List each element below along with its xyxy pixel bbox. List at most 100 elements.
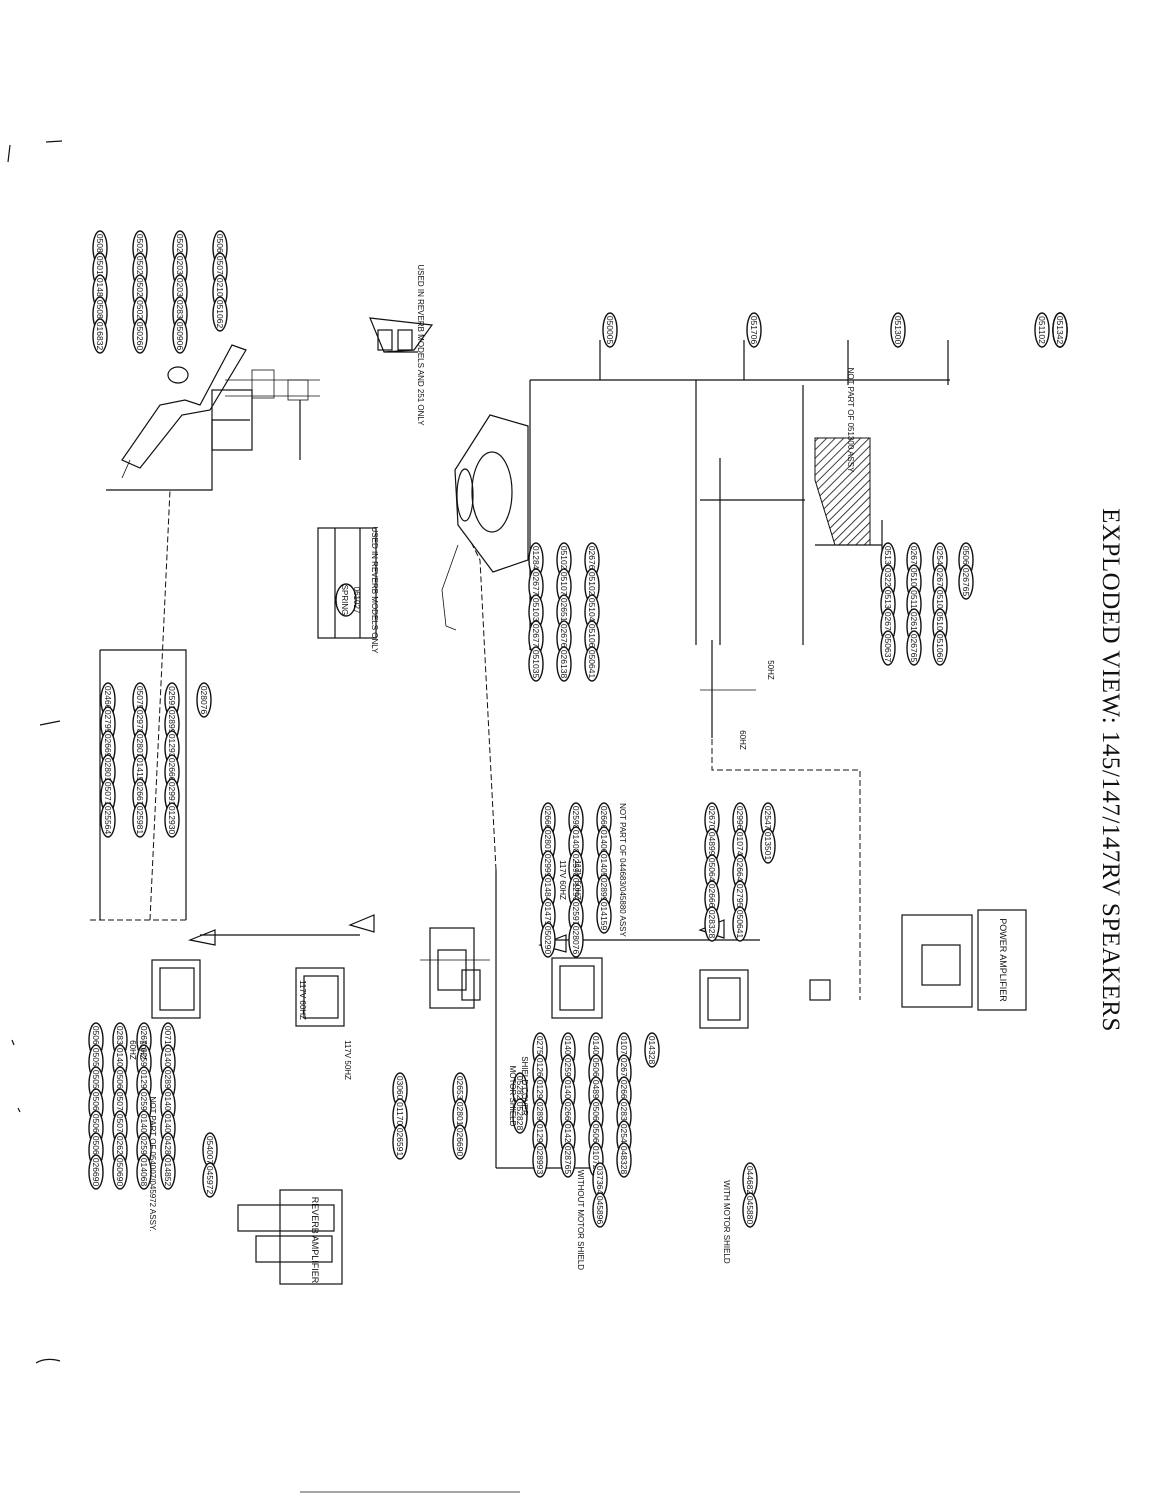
v117-50-note-upper: 117V 50HZ [343, 1040, 352, 1080]
part-number-upper_mid-18: 028076 [196, 682, 212, 718]
svg-text:026765: 026765 [139, 1026, 149, 1055]
svg-text:014068: 014068 [139, 1158, 149, 1187]
hz50-note-shaft: 50HZ [766, 660, 775, 680]
svg-text:048991: 048991 [591, 1080, 601, 1109]
svg-text:028993: 028993 [535, 1102, 545, 1131]
svg-text:050625: 050625 [591, 1102, 601, 1131]
power-amplifier-label: POWER AMPLIFIER [998, 918, 1008, 1002]
svg-text:050823: 050823 [95, 234, 105, 263]
svg-text:026665: 026665 [707, 884, 717, 913]
svg-text:050666: 050666 [91, 1114, 101, 1143]
svg-text:044682: 044682 [745, 1166, 755, 1195]
svg-text:051045: 051045 [587, 598, 597, 627]
spring-part-number: 061027 [352, 587, 361, 614]
svg-text:014084: 014084 [571, 830, 581, 859]
svg-text:028993: 028993 [163, 1070, 173, 1099]
svg-text:028765: 028765 [563, 1146, 573, 1175]
power-amplifier-unit: POWER AMPLIFIER [901, 909, 1027, 1011]
svg-text:012930: 012930 [167, 806, 177, 835]
svg-text:025981: 025981 [571, 806, 581, 835]
svg-text:014068: 014068 [599, 830, 609, 859]
svg-text:025564: 025564 [103, 806, 113, 835]
svg-text:026674: 026674 [563, 1102, 573, 1131]
part-number-lower_left-23: 048328 [616, 1142, 632, 1178]
svg-text:050228: 050228 [175, 234, 185, 263]
part-number-upper_left-27: 014852 [160, 1154, 176, 1190]
svg-text:014795: 014795 [543, 902, 553, 931]
svg-text:029991: 029991 [543, 854, 553, 883]
used-in-reverb-251-note: USED IN REVERB MODELS AND 251 ONLY [416, 264, 425, 426]
svg-text:052829: 052829 [515, 1076, 525, 1105]
svg-text:050161: 050161 [95, 256, 105, 285]
svg-text:050815: 050815 [95, 300, 105, 329]
part-number-middle-7: 052828 [512, 1098, 528, 1134]
svg-text:011700: 011700 [395, 1102, 405, 1130]
part-number-right_top-1: 051706 [746, 312, 762, 348]
motor-assembly-upper-drawing [151, 914, 375, 1027]
svg-text:027953: 027953 [735, 884, 745, 913]
not-part-054-note: NOT PART OF 054007/045972 ASSY. [148, 1097, 157, 1232]
part-number-upper_mid-17: 012930 [164, 802, 180, 838]
svg-text:037364: 037364 [595, 1166, 605, 1195]
svg-text:050635: 050635 [91, 1026, 101, 1055]
svg-text:028076: 028076 [571, 926, 581, 955]
svg-text:026765: 026765 [619, 1058, 629, 1087]
svg-text:026244: 026244 [115, 1136, 125, 1165]
svg-text:050641: 050641 [591, 1124, 601, 1153]
svg-text:052828: 052828 [515, 1102, 525, 1131]
svg-text:012849: 012849 [531, 546, 541, 575]
svg-text:026591: 026591 [395, 1128, 405, 1157]
svg-text:025981: 025981 [563, 1058, 573, 1087]
svg-text:050666: 050666 [591, 1058, 601, 1087]
v117-60-note-lower: 117V 60HZ [558, 860, 567, 900]
svg-text:050559: 050559 [91, 1070, 101, 1099]
svg-text:050607: 050607 [215, 234, 225, 263]
svg-text:014845: 014845 [543, 878, 553, 907]
rotor-assembly-drawing [211, 369, 320, 460]
svg-text:051037: 051037 [531, 598, 541, 627]
svg-text:050500: 050500 [91, 1048, 101, 1077]
part-number-lower_left-5: 028993 [532, 1142, 548, 1178]
svg-text:051062: 051062 [215, 300, 225, 329]
svg-text:027953: 027953 [103, 710, 113, 739]
part-number-right_top-3: 051102 [1034, 312, 1050, 348]
svg-text:010744: 010744 [735, 832, 745, 861]
svg-text:050708: 050708 [215, 256, 225, 285]
part-number-right_lower-4: 050637 [880, 630, 896, 666]
svg-text:050260: 050260 [135, 322, 145, 351]
part-number-lower_assemblies-2: 044682 [742, 1162, 758, 1198]
svg-text:051078: 051078 [559, 572, 569, 601]
svg-text:045972: 045972 [205, 1166, 215, 1195]
svg-text:025452: 025452 [619, 1124, 629, 1153]
hz60-note-upper: 60HZ [128, 1040, 137, 1060]
svg-text:024661: 024661 [103, 686, 113, 715]
svg-text:025478: 025478 [763, 806, 773, 835]
svg-text:029785: 029785 [135, 710, 145, 739]
part-number-upper_mid-5: 025564 [100, 802, 116, 838]
svg-text:028076: 028076 [199, 686, 209, 715]
part-number-upper_left-6: 026690 [88, 1154, 104, 1190]
used-in-reverb-note: USED IN REVERB MODELS ONLY [370, 527, 379, 655]
svg-text:014816: 014816 [95, 278, 105, 307]
svg-text:045896: 045896 [595, 1196, 605, 1225]
svg-text:026773: 026773 [935, 568, 945, 597]
reverb-amplifier-label: REVERB AMPLIFIER [310, 1197, 320, 1284]
part-number-left_assemblies-1: 045972 [202, 1162, 218, 1198]
part-number-speaker_column-8: 026765 [556, 620, 572, 656]
svg-text:014050: 014050 [599, 854, 609, 883]
part-number-lower_right-11: 013501 [760, 828, 776, 864]
svg-text:048991: 048991 [707, 832, 717, 861]
svg-text:026531: 026531 [455, 1076, 465, 1105]
svg-text:014159: 014159 [599, 902, 609, 931]
svg-text:050625: 050625 [115, 1070, 125, 1099]
svg-text:051060: 051060 [587, 624, 597, 653]
svg-text:050658: 050658 [91, 1092, 101, 1121]
not-part-044-note: NOT PART OF 044683/045880 ASSY [618, 803, 627, 937]
part-number-speaker_column-4: 051035 [528, 646, 544, 682]
motor-shield-note: MOTOR SHIELD [508, 1066, 517, 1127]
svg-text:012625: 012625 [535, 1058, 545, 1087]
svg-text:051326: 051326 [883, 590, 893, 619]
svg-text:026690: 026690 [91, 1158, 101, 1187]
svg-text:051128: 051128 [909, 590, 919, 618]
svg-text:050005: 050005 [605, 316, 615, 345]
